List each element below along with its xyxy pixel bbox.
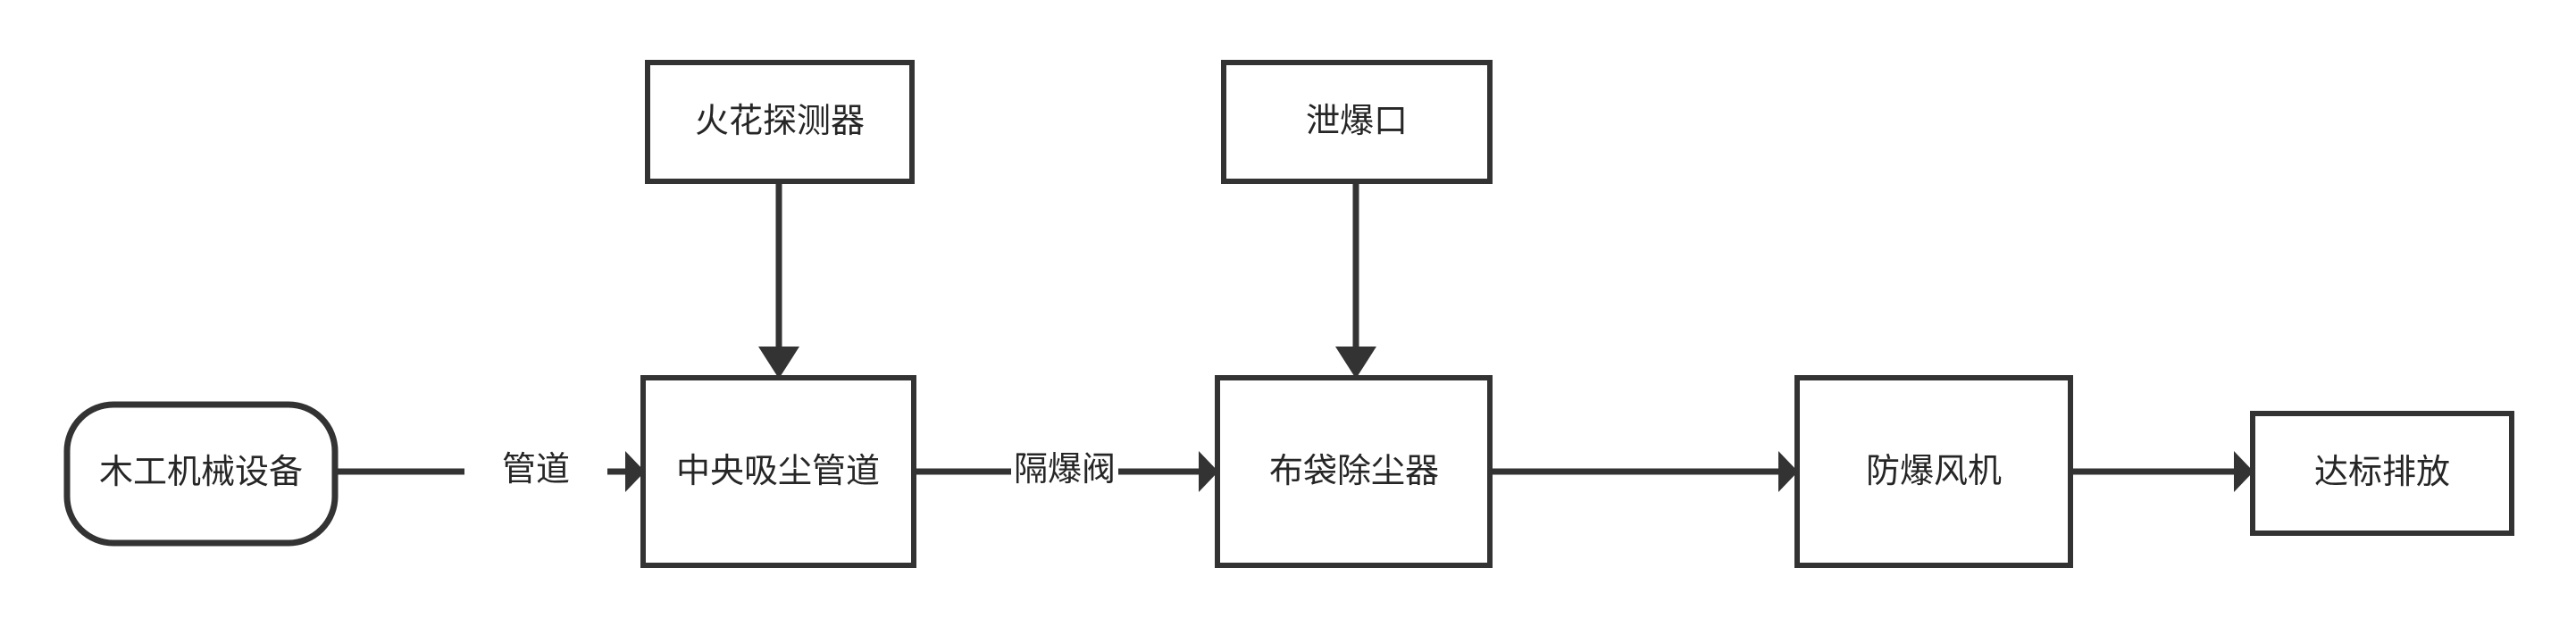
node-woodworking-machinery[interactable]: 木工机械设备 [63, 401, 339, 547]
node-label-bag-filter: 布袋除尘器 [1269, 453, 1439, 490]
arrowhead-fan-to-discharge [2234, 451, 2254, 492]
node-shape-compliant-discharge[interactable] [2250, 411, 2514, 536]
node-label-spark-detector: 火花探测器 [695, 103, 865, 140]
arrowhead-filter-to-fan [1778, 451, 1798, 492]
edge-spark-to-duct [758, 181, 799, 379]
arrowhead-spark-to-duct [758, 347, 799, 379]
arrowhead-vent-to-filter [1335, 347, 1376, 379]
node-compliant-discharge[interactable]: 达标排放 [2250, 411, 2514, 536]
node-spark-detector[interactable]: 火花探测器 [645, 60, 915, 184]
edge-filter-to-fan [1490, 451, 1798, 492]
edge-label-bg-flameproof-valve [1011, 445, 1118, 498]
node-central-duct[interactable]: 中央吸尘管道 [640, 375, 916, 568]
node-label-compliant-discharge: 达标排放 [2314, 454, 2450, 491]
edge-label-group-pipeline: 管道 [464, 445, 607, 498]
arrowhead-duct-to-filter [1199, 451, 1218, 492]
edge-label-flameproof-valve: 隔爆阀 [1014, 451, 1116, 489]
arrowhead-machinery-to-duct [625, 451, 645, 492]
node-bag-filter[interactable]: 布袋除尘器 [1215, 375, 1493, 568]
node-shape-central-duct[interactable] [640, 375, 916, 568]
edge-label-group-flameproof-valve: 隔爆阀 [1011, 445, 1118, 498]
node-shape-woodworking-machinery[interactable] [63, 401, 339, 547]
node-shape-bag-filter[interactable] [1215, 375, 1493, 568]
node-label-explosion-proof-fan: 防爆风机 [1866, 453, 2002, 490]
node-shape-spark-detector[interactable] [645, 60, 915, 184]
edge-fan-to-discharge [2070, 451, 2254, 492]
node-shape-explosion-vent[interactable] [1221, 60, 1493, 184]
edge-label-bg-pipeline [464, 445, 607, 498]
node-label-explosion-vent: 泄爆口 [1306, 103, 1408, 140]
node-label-woodworking-machinery: 木工机械设备 [99, 454, 303, 491]
node-label-central-duct: 中央吸尘管道 [676, 453, 880, 490]
edge-label-pipeline: 管道 [502, 451, 570, 489]
node-explosion-proof-fan[interactable]: 防爆风机 [1794, 375, 2073, 568]
node-shape-explosion-proof-fan[interactable] [1794, 375, 2073, 568]
edge-vent-to-filter [1335, 181, 1376, 379]
node-explosion-vent[interactable]: 泄爆口 [1221, 60, 1493, 184]
